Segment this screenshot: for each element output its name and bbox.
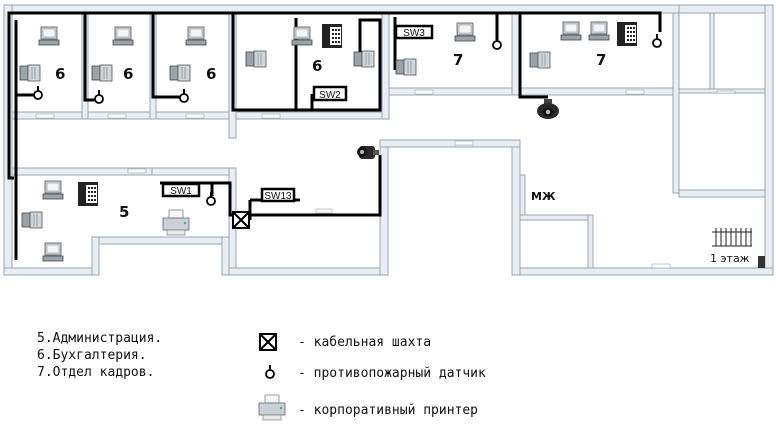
room-number: 6 [206,65,216,83]
room-numbers: 6 6 6 6 7 7 5 [55,51,606,221]
computer-icon [395,58,417,76]
computer-icon [42,242,64,262]
computer-icon [454,22,476,42]
legend-room-item: 5.Администрация. [37,331,162,346]
legend-symbol-text: - противопожарный датчик [298,366,486,381]
computer-icon [353,50,375,68]
room-number: 7 [453,51,463,69]
computer-icon [38,26,60,46]
legend-rooms: 5.Администрация. 6.Бухгалтерия. 7.Отдел … [37,331,162,380]
dome-camera-icon [537,99,559,119]
cable-shaft-icon [259,333,277,351]
computer-icon [291,26,313,46]
computer-icon [529,51,551,69]
computer-icon [560,21,582,41]
computer-icon [21,211,43,229]
computer-icon [185,26,207,46]
switch-label: SW1 [170,186,192,197]
switch-sw1: SW1 [161,182,201,198]
fire-sensor-icon [206,191,216,206]
room-number: 6 [123,65,133,83]
fire-sensor-icon [33,85,43,100]
legend-symbols: - кабельная шахта - противопожарный датч… [258,333,486,421]
room-number: 7 [596,51,606,69]
phone-icon [78,182,98,206]
cable-shaft-icon [232,211,250,229]
legend-symbol-text: - кабельная шахта [298,335,431,350]
phone-icon [322,24,342,48]
fire-sensor-icon [652,33,662,48]
switch-sw3: SW3 [394,24,434,40]
room-number: 5 [119,203,129,221]
computer-icon [19,64,41,82]
fire-sensor-icon [94,89,104,104]
switch-label: SW2 [319,90,341,101]
printer-icon [162,209,190,236]
computer-icon [169,64,191,82]
legend-room-item: 6.Бухгалтерия. [37,348,147,363]
camera-icon [357,146,379,159]
computer-icon [588,21,610,41]
fire-sensor-icon [179,88,189,103]
phone-icon [617,22,637,46]
computer-icon [245,50,267,68]
computer-icon [91,64,113,82]
floor-label: 1 этаж [710,252,750,265]
staircase [712,228,752,247]
room-number: 6 [312,57,322,75]
fire-sensor-icon [492,35,502,50]
printer-icon [258,394,286,421]
room-number: 6 [55,65,65,83]
legend-room-item: 7.Отдел кадров. [37,365,154,380]
mzh-label: МЖ [531,190,556,203]
fire-sensor-icon [265,364,275,379]
network-cables [7,11,662,260]
legend-symbol-text: - корпоративный принтер [298,403,478,418]
switch-label: SW3 [403,28,425,39]
switch-sw13: SW13 [260,187,296,203]
exit-marker [758,256,765,268]
switch-label: SW13 [264,191,292,202]
computer-icon [42,180,64,200]
computer-icon [112,26,134,46]
doors [35,89,736,269]
switch-sw2: SW2 [312,85,348,102]
